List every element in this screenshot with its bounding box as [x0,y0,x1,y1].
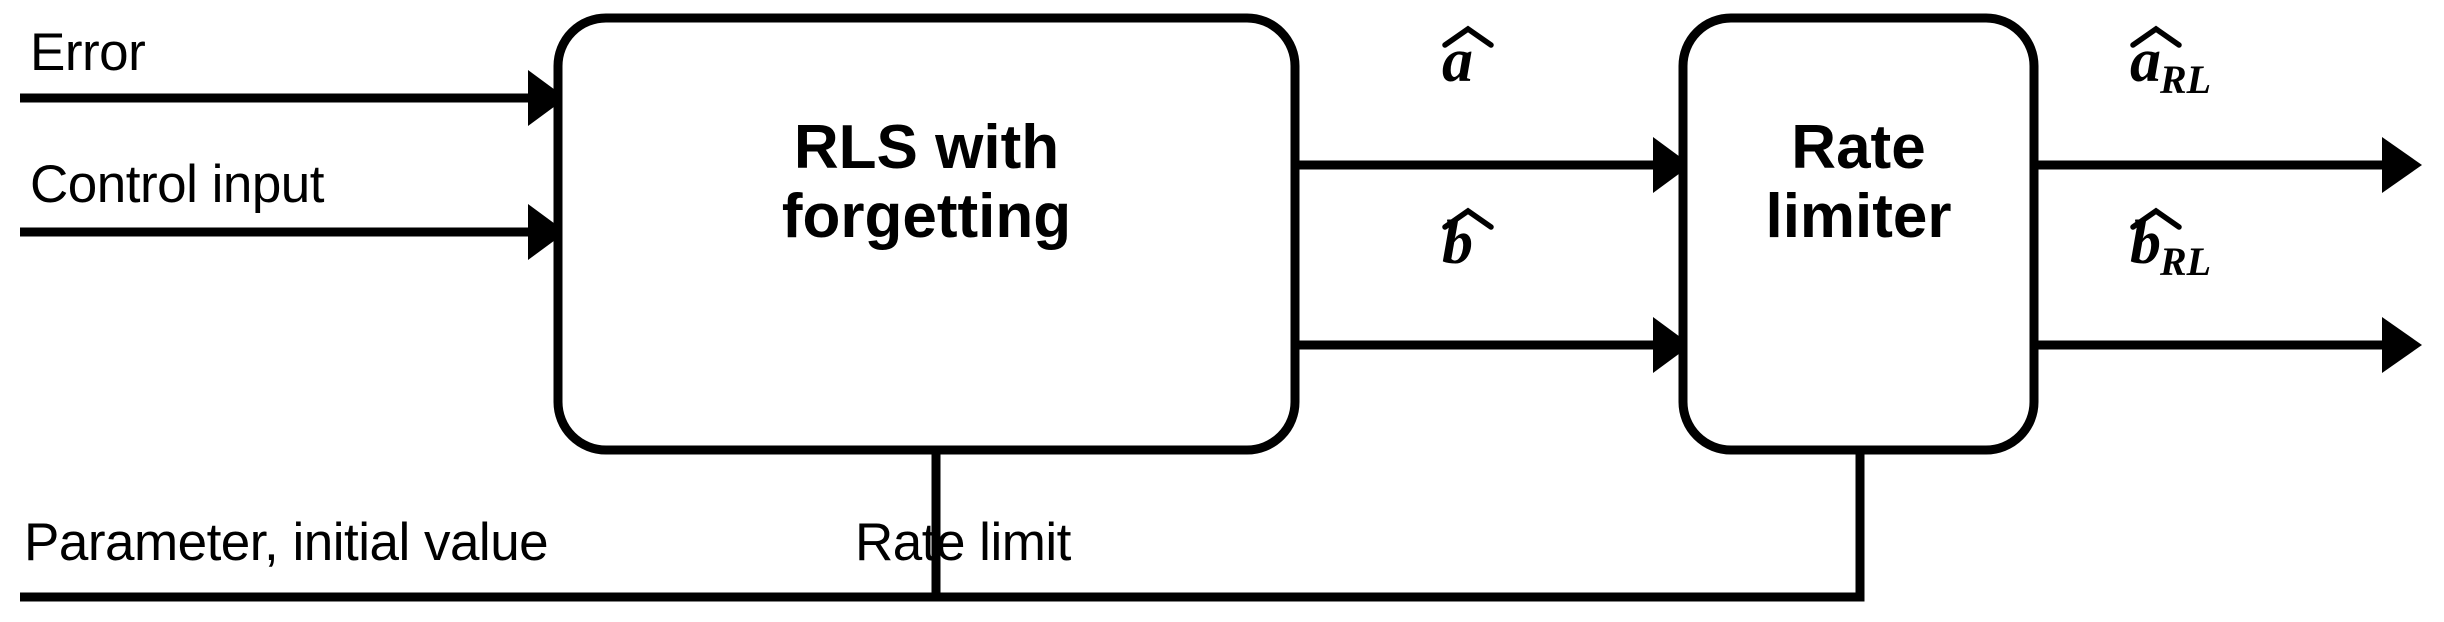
connection-b-hat-arrow [1295,317,1691,373]
block-rls-outline [553,13,1300,455]
connection-control-input-arrow [20,204,566,260]
signal-base-a-rl: a [2130,27,2161,95]
signal-subscript-rl-a: RL [2160,57,2212,102]
signal-label-a-hat: a [1442,25,1494,95]
signal-label-a-hat-rl: aRL [2130,25,2212,100]
block-label-rls: RLS with forgetting [781,113,1072,252]
label-error: Error [30,23,146,82]
block-rls-fill [558,18,1295,450]
label-control-input: Control input [30,155,325,214]
signal-base-a: a [1442,27,1473,95]
signal-base-b-rl: b [2130,209,2161,277]
block-rate-limiter-fill [1683,18,2034,450]
connection-a-hat-arrow [1295,137,1691,193]
connection-error-arrow [20,70,566,126]
signal-base-b: b [1442,209,1473,277]
block-label-rate-limiter: Rate limiter [1765,113,1952,252]
signal-label-b-hat: b [1442,207,1494,277]
connection-b-hat-rl-arrow [2034,317,2422,373]
signal-label-b-hat-rl: bRL [2130,207,2212,282]
label-rate-limit: Rate limit [855,513,1071,572]
connection-a-hat-rl-arrow [2034,137,2422,193]
signal-subscript-rl-b: RL [2160,239,2212,284]
block-rate-limiter-outline [1678,13,2039,455]
label-parameter-initial-value: Parameter, initial value [24,513,549,572]
